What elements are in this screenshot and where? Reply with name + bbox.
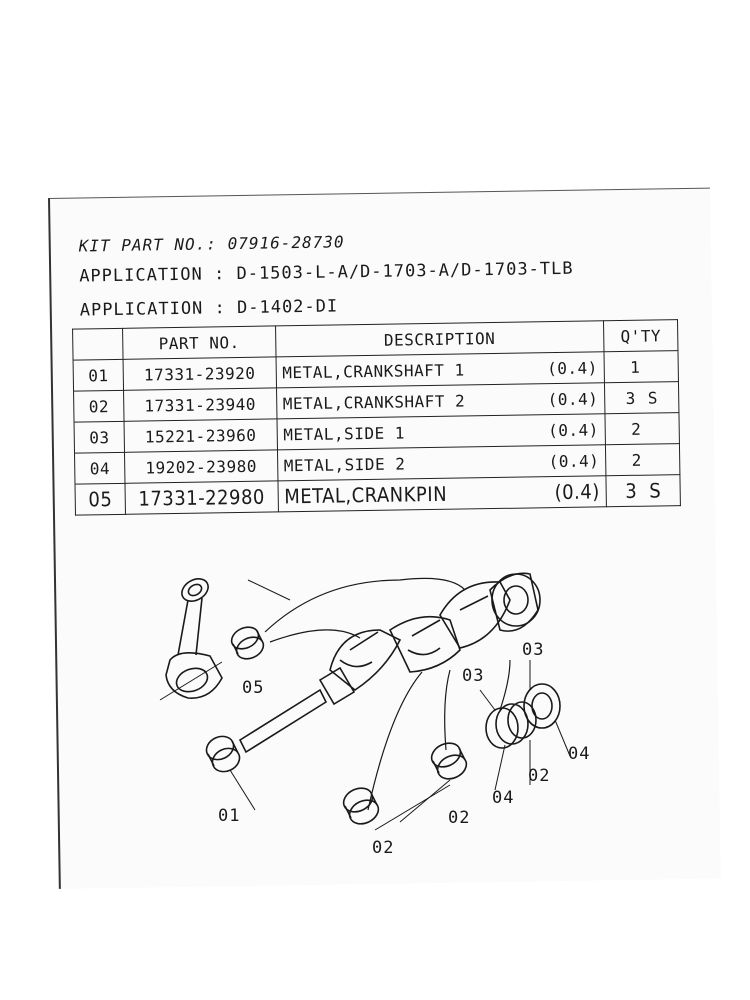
row-no: 02: [73, 390, 125, 423]
application-value-1: D-1503-L-A/D-1703-A/D-1703-TLB: [236, 258, 574, 285]
kit-part-no-label: KIT PART NO.:: [78, 234, 218, 256]
row-size: (0.4): [546, 357, 598, 378]
parts-table: PART NO. DESCRIPTION Q'TY 01 17331-23920…: [72, 319, 681, 516]
row-qty: 3: [625, 388, 636, 408]
row-qty: 3: [625, 478, 638, 503]
row-no: 01: [73, 359, 124, 392]
application-line-1: APPLICATION : D-1503-L-A/D-1703-A/D-1703…: [79, 259, 574, 287]
application-label: APPLICATION :: [79, 264, 226, 287]
row-no: 04: [74, 452, 126, 485]
callout-03-mid: 03: [462, 666, 485, 686]
row-description: METAL,CRANKSHAFT 2: [282, 390, 466, 413]
crankshaft-metal-2-bottom-icon: [342, 787, 380, 825]
row-part-no: 17331-23920: [123, 356, 277, 391]
row-size: (0.4): [547, 388, 599, 409]
row-no: 03: [74, 421, 125, 454]
callout-03-top: 03: [522, 640, 545, 660]
header-no: [72, 328, 124, 361]
row-part-no: 17331-22980: [125, 480, 279, 515]
row-part-no: 15221-23960: [124, 418, 278, 453]
row-size: (0.4): [548, 450, 600, 471]
callout-01: 01: [218, 806, 241, 826]
leader-lines: [229, 577, 571, 831]
row-description: METAL,CRANKPIN: [284, 481, 448, 509]
header-qty: Q'TY: [603, 319, 678, 352]
row-qty: 1: [630, 357, 641, 377]
application-value-2: D-1402-DI: [236, 296, 339, 319]
crankshaft-metal-2-mid-icon: [430, 742, 468, 780]
crankshaft-drawing: [159, 572, 571, 831]
row-part-no: 17331-23940: [123, 387, 277, 422]
kit-part-number-line: KIT PART NO.: 07916-28730: [79, 232, 345, 255]
row-qty: 2: [631, 450, 642, 470]
row-description: METAL,CRANKSHAFT 1: [282, 359, 465, 382]
crankshaft-metal-1-icon: [205, 735, 241, 773]
application-line-2: APPLICATION : D-1402-DI: [80, 296, 339, 320]
callout-05: 05: [242, 678, 265, 698]
kit-part-no-value: 07916-28730: [227, 232, 345, 254]
side-metal-group-icon: [485, 683, 561, 749]
row-qty: 2: [631, 419, 642, 439]
row-size: (0.4): [547, 419, 599, 440]
connecting-rod-icon: [159, 578, 223, 701]
callout-02-bottom: 02: [372, 838, 395, 858]
application-label: APPLICATION :: [79, 298, 226, 321]
header-part-no: PART NO.: [122, 325, 276, 360]
crankshaft-icon: [238, 572, 541, 754]
crankpin-metal-icon: [230, 626, 265, 660]
row-description: METAL,SIDE 1: [283, 422, 406, 444]
row-part-no: 19202-23980: [124, 449, 278, 484]
row-size: (0.4): [554, 479, 600, 505]
row-qty-unit: S: [647, 387, 659, 408]
callout-02-right: 02: [528, 766, 551, 786]
callout-04-right: 04: [568, 744, 591, 764]
row-description: METAL,SIDE 2: [283, 453, 406, 475]
crankshaft-exploded-diagram: 05 01 02 02 04 03 03 02 04: [150, 560, 620, 880]
callout-04-mid: 04: [492, 788, 515, 808]
header-description: DESCRIPTION: [275, 320, 605, 357]
callout-02-mid: 02: [448, 808, 471, 828]
row-qty-unit: S: [649, 478, 662, 503]
row-no: 05: [74, 483, 126, 516]
